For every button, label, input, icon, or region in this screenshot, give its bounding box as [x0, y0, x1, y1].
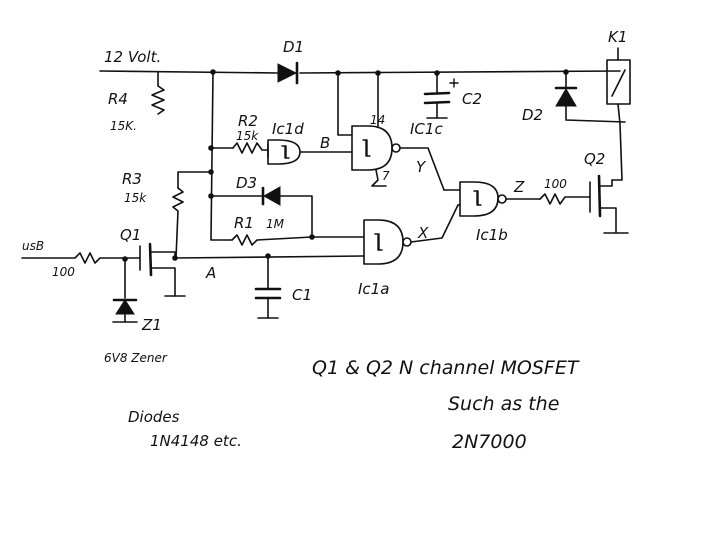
such-as-note: Such as the: [448, 393, 559, 415]
diodes-note: Diodes: [128, 408, 180, 426]
z1-label: Z1: [141, 316, 162, 334]
b-node-label: B: [320, 134, 330, 152]
ic1c-label: IC1c: [410, 120, 443, 138]
q2-mosfet: [589, 174, 629, 234]
notes: Q1 & Q2 N channel MOSFET Such as the 2N7…: [128, 357, 580, 453]
usb-label: usB: [22, 239, 44, 253]
r3-resistor: [172, 187, 184, 259]
component-labels: 12 Volt. D1 K1 R4 15K. R2 15k Ic1d B 14 …: [22, 28, 627, 365]
c1-label: C1: [292, 286, 312, 304]
ic1c-gate: [337, 72, 445, 191]
r3-value: 15k: [124, 191, 147, 205]
c2-label: C2: [462, 90, 482, 108]
r4-label: R4: [108, 90, 128, 108]
pin14-label: 14: [370, 113, 385, 127]
r-gate-q2: [539, 193, 591, 205]
ic1b-label: Ic1b: [476, 226, 508, 244]
r-z-value: 100: [544, 177, 567, 191]
a-node-label: A: [205, 264, 216, 282]
ic1d-label: Ic1d: [272, 120, 304, 138]
ic1a-label: Ic1a: [358, 280, 389, 298]
x-node-label: X: [417, 224, 429, 242]
d3-label: D3: [236, 174, 257, 192]
part-note: 2N7000: [452, 431, 527, 453]
c2-capacitor: [423, 72, 459, 119]
c1-capacitor: [254, 255, 282, 319]
r3-label: R3: [122, 170, 142, 188]
q1-mosfet: [139, 242, 365, 297]
usb-input-wire: [21, 252, 141, 264]
ic1a-gate: [363, 204, 459, 265]
r1-value: 1M: [266, 217, 285, 231]
d1-label: D1: [283, 38, 304, 56]
y-node-label: Y: [416, 158, 427, 176]
z1-zener: [112, 258, 138, 323]
q1-label: Q1: [120, 226, 141, 244]
d2-diode: [554, 71, 626, 123]
d1-diode: [277, 61, 299, 85]
supply-rail: [99, 70, 621, 74]
d3-diode: [261, 186, 313, 238]
k1-relay-coil: [606, 47, 631, 181]
pin7-label: 7: [382, 169, 390, 183]
r1-label: R1: [234, 214, 254, 232]
supply-label: 12 Volt.: [104, 48, 161, 66]
zener-label: 6V8 Zener: [104, 351, 168, 365]
d2-label: D2: [522, 106, 543, 124]
mosfet-note: Q1 & Q2 N channel MOSFET: [312, 357, 580, 379]
ic1d-gate: [267, 139, 353, 165]
z-node-label: Z: [513, 178, 525, 196]
r2-label: R2: [238, 112, 258, 130]
r2-resistor: [232, 142, 269, 154]
left-bus-wire: [177, 71, 263, 241]
ic1b-gate: [443, 181, 541, 217]
k1-label: K1: [608, 28, 627, 46]
r2-value: 15k: [236, 129, 259, 143]
r1-resistor: [231, 234, 365, 246]
r-usb-value: 100: [52, 265, 75, 279]
diode-part-note: 1N4148 etc.: [150, 432, 242, 450]
r4-resistor: [151, 71, 165, 115]
q2-label: Q2: [584, 150, 605, 168]
r4-value: 15K.: [110, 119, 137, 133]
